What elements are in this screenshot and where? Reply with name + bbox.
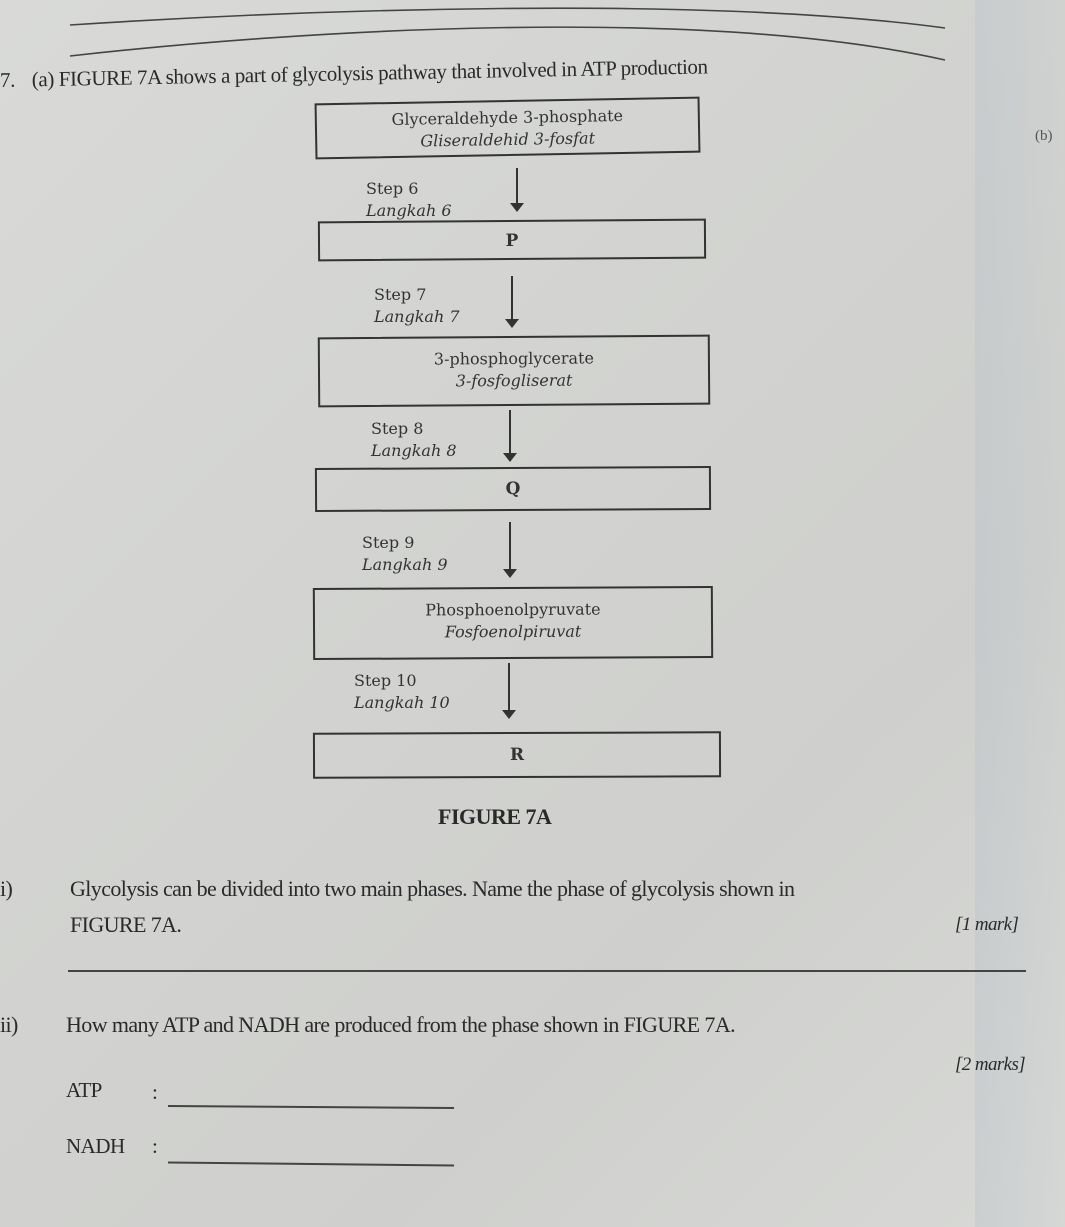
atp-answer-line[interactable]: [167, 1105, 455, 1109]
margin-note: (b): [1035, 128, 1053, 144]
box-q: Q: [314, 465, 712, 513]
step-6-label: Step 6 Langkah 6: [366, 178, 452, 222]
step-label-en: Step 10: [354, 671, 417, 690]
box-r: R: [312, 731, 722, 779]
nadh-answer-line[interactable]: [167, 1161, 455, 1167]
subquestion-ii-text: How many ATP and NADH are produced from …: [66, 1012, 736, 1037]
figure-caption: FIGURE 7A: [438, 804, 552, 829]
subquestion-i-text-line2: FIGURE 7A.: [70, 912, 182, 937]
step-label-en: Step 7: [374, 285, 427, 304]
box-letter: P: [505, 230, 519, 252]
box-letter: Q: [505, 478, 521, 500]
nadh-colon: :: [152, 1134, 158, 1158]
step-10-label: Step 10 Langkah 10: [354, 670, 450, 714]
step-label-my: Langkah 9: [362, 555, 448, 574]
step-8-label: Step 8 Langkah 8: [371, 418, 457, 462]
arrow-down-icon: [505, 276, 519, 328]
arrow-down-icon: [503, 522, 517, 578]
step-label-my: Langkah 7: [374, 307, 460, 326]
atp-answer-value[interactable]: [180, 1078, 450, 1104]
curved-rule-line-1: [69, 7, 946, 29]
step-label-my: Langkah 10: [354, 693, 450, 712]
arrow-down-icon: [502, 663, 516, 719]
nadh-label: NADH: [66, 1134, 125, 1158]
step-label-en: Step 6: [366, 179, 419, 198]
step-label-my: Langkah 8: [371, 441, 457, 460]
atp-label: ATP: [66, 1078, 102, 1102]
nadh-answer-value[interactable]: [180, 1134, 450, 1160]
atp-colon: :: [152, 1080, 158, 1104]
question-part: (a): [31, 66, 55, 92]
question-number: 7.: [0, 67, 16, 92]
step-label-en: Step 8: [371, 419, 424, 438]
step-label-en: Step 9: [362, 533, 415, 552]
box-label-en: Phosphoenolpyruvate: [425, 599, 601, 620]
box-3-phosphoglycerate: 3-phosphoglycerate 3-fosfogliserat: [317, 334, 711, 408]
subquestion-i-answer-line[interactable]: [68, 970, 1026, 972]
box-p: P: [317, 218, 707, 262]
step-label-my: Langkah 6: [366, 201, 452, 220]
box-label-en: 3-phosphoglycerate: [433, 348, 595, 369]
page-edge-shadow: [975, 0, 1065, 1227]
arrow-down-icon: [503, 410, 517, 462]
subquestion-i-text-line1: Glycolysis can be divided into two main …: [70, 876, 795, 901]
step-9-label: Step 9 Langkah 9: [362, 532, 448, 576]
box-glyceraldehyde-3-phosphate: Glyceraldehyde 3-phosphate Gliseraldehid…: [314, 96, 701, 160]
step-7-label: Step 7 Langkah 7: [374, 284, 460, 328]
arrow-down-icon: [510, 168, 524, 212]
previous-answer-lines: [69, 7, 946, 61]
box-letter: R: [509, 744, 525, 766]
subquestion-i-label: i): [0, 876, 13, 901]
subquestion-ii-label: ii): [0, 1012, 18, 1037]
box-label-my: Fosfoenolpiruvat: [444, 621, 582, 642]
subquestion-i-marks: [1 mark]: [955, 914, 1019, 935]
curved-rule-line-2: [69, 26, 946, 61]
box-phosphoenolpyruvate: Phosphoenolpyruvate Fosfoenolpiruvat: [312, 585, 714, 661]
subquestion-ii-marks: [2 marks]: [955, 1054, 1026, 1075]
box-label-my: 3-fosfogliserat: [455, 370, 573, 391]
